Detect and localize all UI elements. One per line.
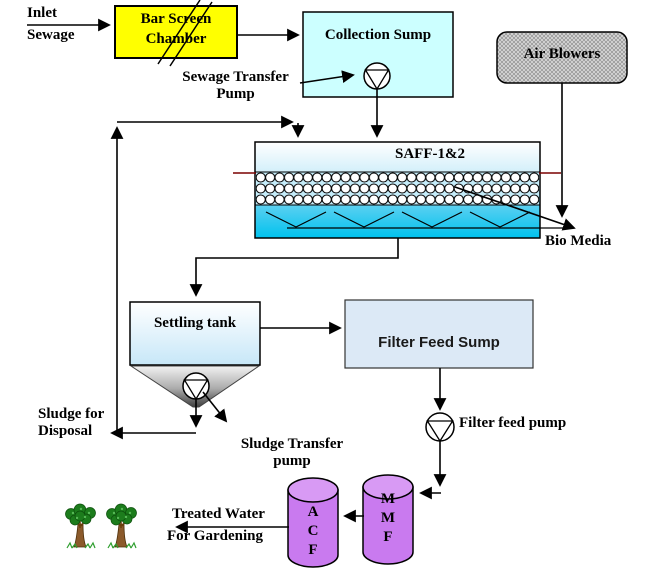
bio-media-leader bbox=[454, 186, 576, 231]
filter-feed-sump-box bbox=[344, 299, 534, 369]
mmf-label: M M F bbox=[380, 491, 396, 545]
saff-label: SAFF-1&2 bbox=[395, 146, 465, 162]
air-blowers-label: Air Blowers bbox=[523, 46, 601, 62]
sludge-disposal-label: Sludge for Disposal bbox=[38, 406, 105, 439]
sewage-transfer-pump-label: Sewage Transfer Pump bbox=[182, 69, 289, 102]
settling-tank-box bbox=[129, 301, 261, 366]
sewage-transfer-pump-symbol bbox=[363, 62, 391, 91]
collection-sump-label: Collection Sump bbox=[324, 27, 432, 43]
filter-feed-sump-label: Filter Feed Sump bbox=[378, 334, 500, 351]
acf-cylinder bbox=[287, 477, 339, 568]
sludge-pump-leader bbox=[202, 391, 228, 423]
saff-tank bbox=[233, 141, 563, 239]
flow-connectors bbox=[27, 18, 576, 534]
treated-water-label: Treated Water bbox=[172, 506, 265, 522]
bar-screen-chamber-box bbox=[114, 5, 238, 59]
air-diffusers bbox=[265, 211, 531, 228]
sewage-pump-leader bbox=[299, 70, 355, 84]
mmf-cylinder bbox=[362, 474, 414, 565]
saff-to-settling-arrow bbox=[189, 238, 399, 297]
bio-media-label: Bio Media bbox=[545, 233, 612, 249]
for-gardening-label: For Gardening bbox=[167, 528, 263, 544]
filter-feed-pump-symbol bbox=[425, 412, 455, 443]
bar-screen-slashes bbox=[157, 0, 213, 67]
bar-screen-chamber-label: Bar Screen Chamber bbox=[140, 11, 212, 47]
inlet-sewage-label: Inlet Sewage bbox=[27, 5, 75, 43]
trees-icon bbox=[64, 503, 138, 549]
filter-feed-pump-label: Filter feed pump bbox=[459, 415, 567, 431]
bio-media-bed bbox=[256, 172, 539, 205]
sludge-transfer-pump-label: Sludge Transfer pump bbox=[240, 436, 344, 469]
acf-label: A C F bbox=[307, 504, 319, 558]
settling-tank-label: Settling tank bbox=[153, 315, 237, 331]
